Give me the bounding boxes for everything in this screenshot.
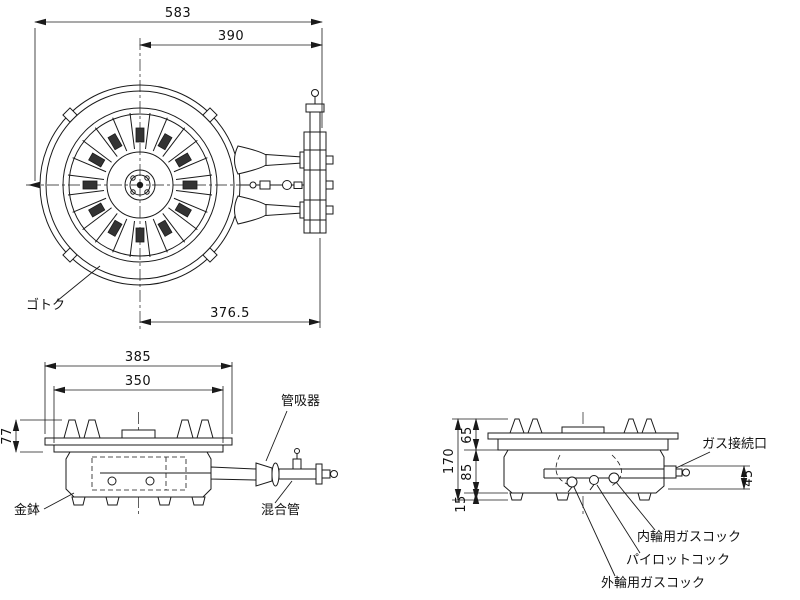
gas-connection-fitting [663, 465, 690, 479]
dim-text-385: 385 [125, 350, 151, 365]
dim-text-15: 15 [454, 495, 469, 513]
side-feet [509, 492, 652, 501]
side-view: 170 65 85 15 45 ガス接続口 内輪用ガスコック パイロットコック [442, 412, 767, 591]
dim-text-65: 65 [460, 426, 475, 444]
dim-text-45: 45 [741, 469, 756, 487]
mixing-tube-label: 混合管 [261, 503, 300, 518]
inner-gas-cock-label: 内輪用ガスコック [637, 529, 741, 545]
outer-gas-cock-callout: 外輪用ガスコック [573, 486, 705, 591]
dim-text-390: 390 [218, 29, 244, 44]
venturi-tube-lower [234, 195, 307, 225]
front-pan-rim [44, 437, 233, 453]
inner-gas-cock-callout: 内輪用ガスコック [615, 481, 741, 545]
pilot-cock-callout: パイロットコック [596, 484, 730, 568]
mixing-tube-callout: 混合管 [261, 480, 300, 518]
metal-bowl-label: 金鉢 [14, 502, 40, 518]
pilot-line [241, 180, 304, 190]
pilot-cock [589, 475, 599, 485]
dim-base-width: 376.5 [139, 238, 321, 328]
dim-inner-width: 350 [53, 374, 224, 443]
dim-top-height: 77 [0, 419, 62, 453]
dim-text-583: 583 [165, 6, 191, 21]
dim-text-350: 350 [125, 374, 151, 389]
front-body [65, 451, 212, 498]
metal-bowl-callout: 金鉢 [14, 492, 75, 518]
outer-gas-cock-label: 外輪用ガスコック [601, 575, 705, 591]
valve-manifold [303, 89, 334, 234]
front-feet [71, 496, 206, 506]
dim-overall-width: 583 [34, 6, 323, 181]
front-mixing-tube [210, 448, 338, 487]
venturi-tube-upper [234, 145, 307, 175]
dim-text-85: 85 [460, 463, 475, 481]
top-view: 583 390 376.5 ゴトク [26, 6, 334, 332]
front-view: 385 350 77 管吸器 金鉢 混合管 [0, 350, 338, 518]
outer-ring-cock [566, 476, 578, 488]
dim-text-376-5: 376.5 [210, 306, 250, 321]
side-body [503, 449, 665, 494]
air-intake-callout: 管吸器 [265, 394, 320, 462]
dim-outer-width: 385 [44, 350, 233, 434]
dim-valve-offset: 390 [139, 29, 323, 49]
burner-rings [39, 84, 241, 286]
air-intake-label: 管吸器 [281, 394, 320, 409]
dim-height-stack: 170 65 85 15 [442, 418, 508, 513]
gas-connection-callout: ガス接続口 [675, 436, 767, 469]
dim-text-170: 170 [442, 448, 457, 474]
dim-cock-height: 45 [668, 465, 756, 490]
dim-text-77: 77 [0, 427, 15, 445]
inner-ring-cock [608, 472, 620, 484]
center-point [136, 181, 144, 189]
front-trivet-prongs [63, 419, 214, 439]
trivet-callout: ゴトク [26, 265, 101, 313]
gas-connection-label: ガス接続口 [702, 436, 767, 452]
trivet-label: ゴトク [26, 297, 65, 313]
pilot-cock-label: パイロットコック [626, 553, 730, 568]
side-pan-rim [487, 432, 679, 451]
